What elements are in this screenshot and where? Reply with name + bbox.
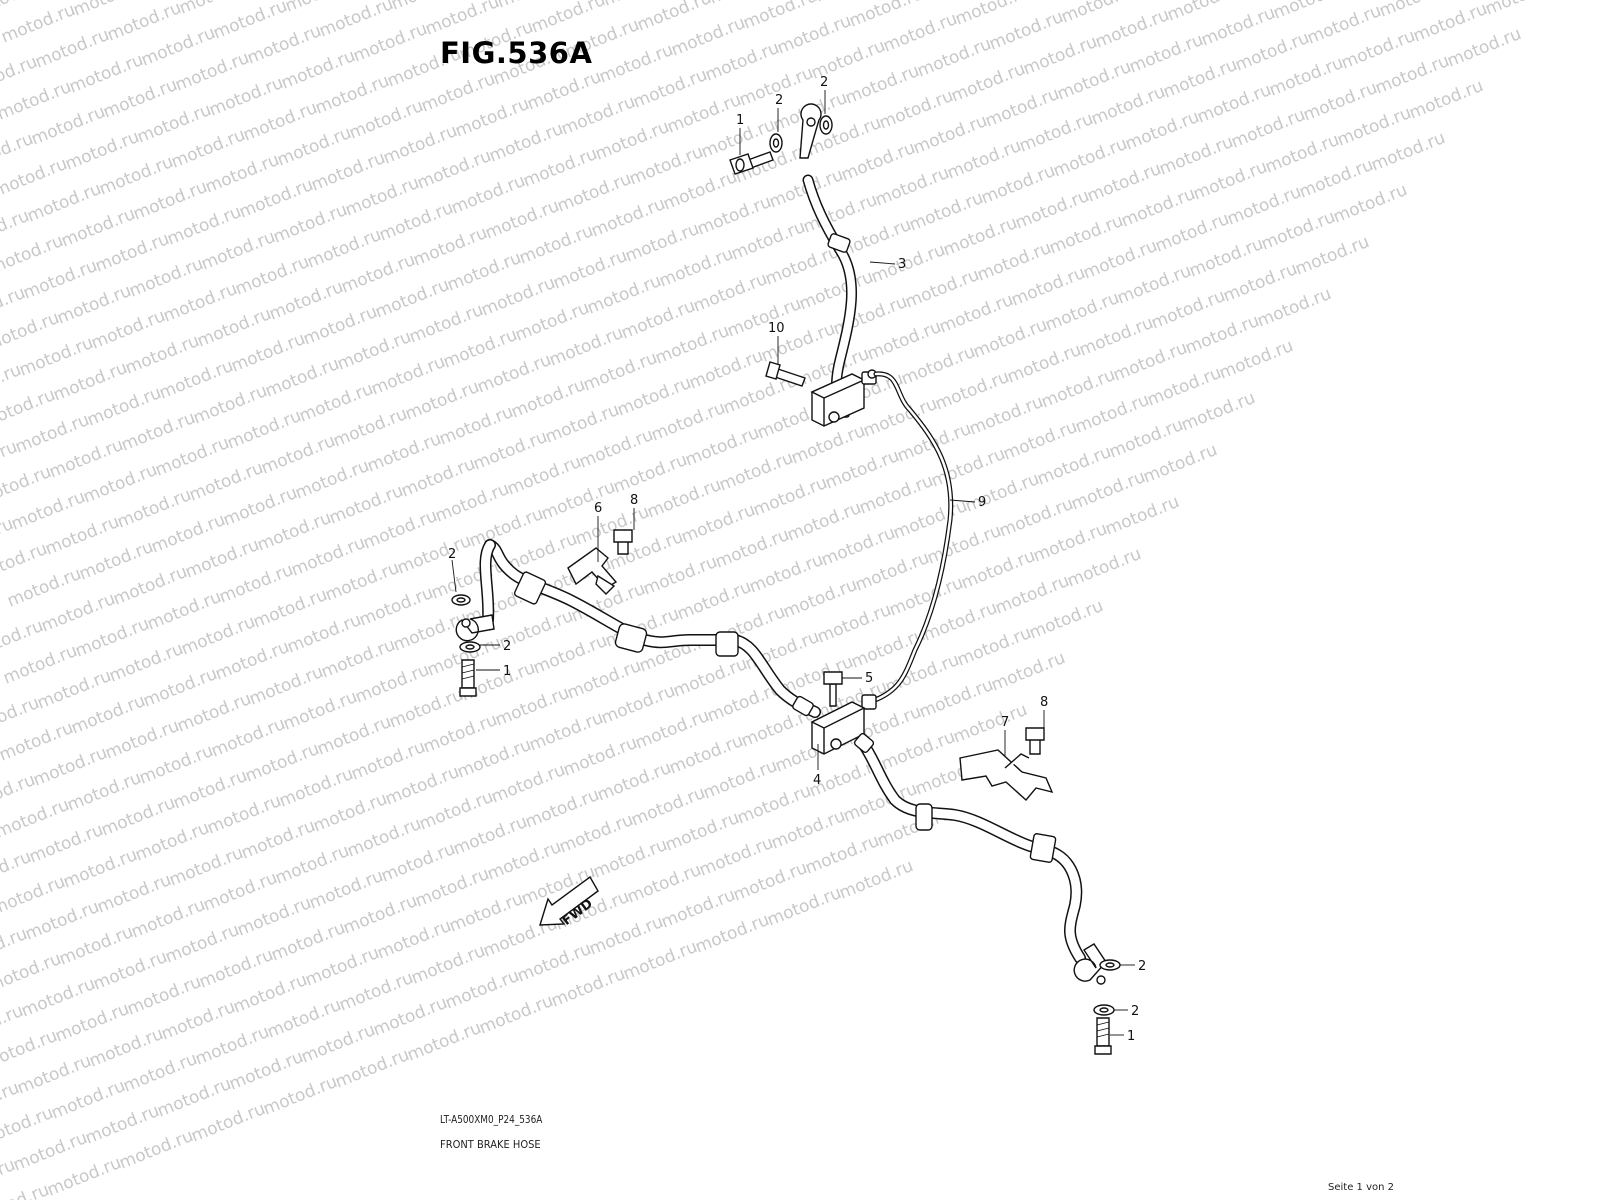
upper-brake-hose — [799, 103, 857, 418]
callout-8-left: 8 — [630, 493, 638, 508]
diagram-code: LT-A500XM0_P24_536A — [440, 1113, 543, 1126]
callout-9: 9 — [978, 495, 986, 510]
callout-6: 6 — [594, 501, 602, 516]
callout-2-left-b: 2 — [503, 639, 511, 654]
forward-arrow: FWD — [539, 875, 599, 929]
callout-2-right-b: 2 — [1131, 1004, 1139, 1019]
clamp-6 — [567, 529, 633, 595]
callout-3: 3 — [898, 257, 906, 272]
upper-fasteners — [729, 115, 833, 175]
callout-10: 10 — [768, 321, 785, 336]
leader-lines — [451, 90, 1135, 1036]
figure-title: FIG.536A — [440, 36, 593, 70]
page-indicator: Seite 1 von 2 — [1328, 1182, 1394, 1193]
callout-5: 5 — [865, 671, 873, 686]
brake-pipe — [861, 371, 954, 710]
callout-1-left: 1 — [503, 664, 511, 679]
callout-2-left-a: 2 — [448, 547, 456, 562]
callout-4: 4 — [813, 773, 821, 788]
callout-1-top: 1 — [736, 113, 744, 128]
diagram-caption: FRONT BRAKE HOSE — [440, 1138, 541, 1151]
right-brake-hose — [853, 733, 1121, 1055]
callout-2-top-b: 2 — [820, 75, 828, 90]
callout-7: 7 — [1001, 715, 1009, 730]
callout-2-right-a: 2 — [1138, 959, 1146, 974]
lower-joint-block — [810, 671, 866, 755]
callout-labels: 1 2 2 3 10 9 6 8 2 2 1 5 4 7 8 2 2 1 — [448, 75, 1146, 1044]
callout-1-right: 1 — [1127, 1029, 1135, 1044]
callout-2-top-a: 2 — [775, 93, 783, 108]
clamp-7 — [959, 727, 1054, 802]
left-brake-hose — [451, 539, 821, 718]
upper-joint-block — [765, 361, 877, 427]
callout-8-right: 8 — [1040, 695, 1048, 710]
